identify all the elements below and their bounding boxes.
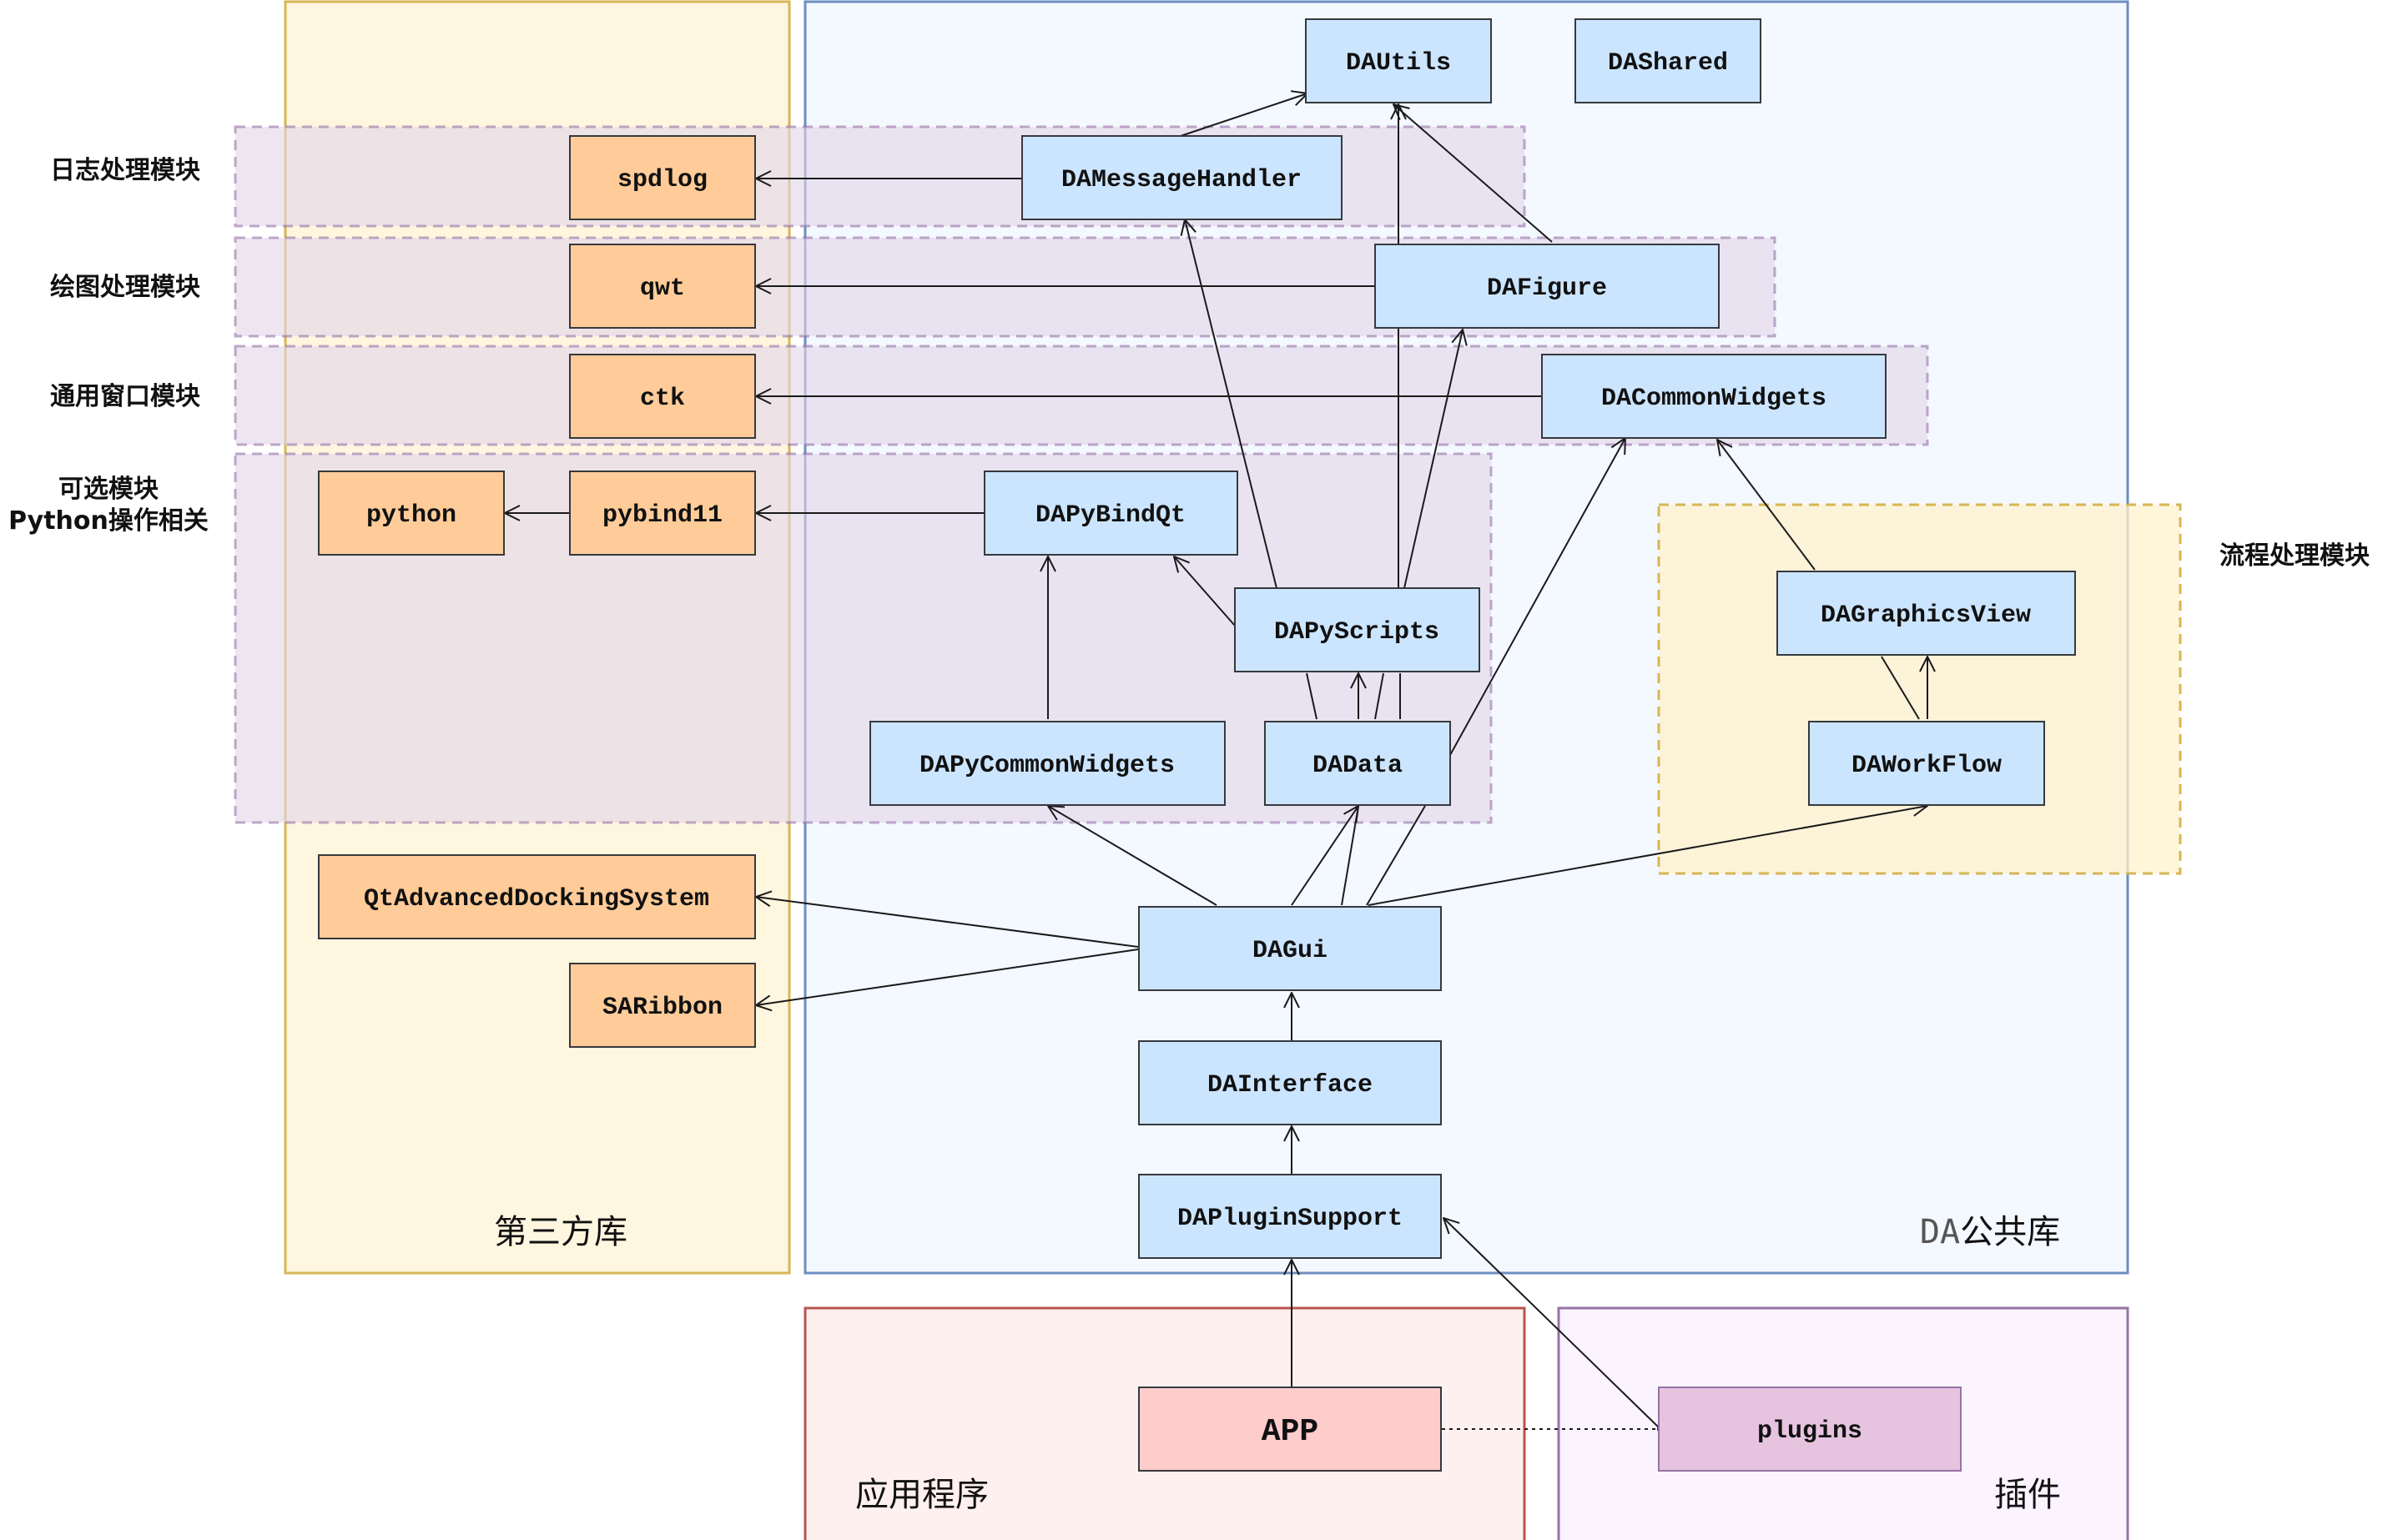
- edge-dagui-saribbon: [756, 949, 1139, 1005]
- node-dashared[interactable]: DAShared: [1574, 18, 1761, 103]
- node-damessagehandler[interactable]: DAMessageHandler: [1021, 135, 1343, 220]
- edge-dagui-qtads: [756, 897, 1139, 948]
- edge-pyscripts-msghandler: [1185, 219, 1277, 589]
- module-label-log: 日志处理模块: [50, 156, 200, 185]
- node-qtads[interactable]: QtAdvancedDockingSystem: [318, 854, 756, 939]
- node-qtads-label: QtAdvancedDockingSystem: [364, 885, 709, 913]
- node-qwt-label: qwt: [640, 274, 685, 303]
- edge-workflow-graphicsview-b: [1881, 656, 1920, 720]
- module-label-window: 通用窗口模块: [50, 382, 200, 411]
- node-daworkflow-label: DAWorkFlow: [1851, 752, 2002, 780]
- group-label-plugins: 插件: [1994, 1476, 2061, 1514]
- node-dafigure[interactable]: DAFigure: [1374, 244, 1720, 329]
- edges: [505, 93, 1927, 1432]
- edge-dagui-pycommonwidgets: [1048, 806, 1217, 906]
- node-dafigure-label: DAFigure: [1487, 274, 1607, 303]
- node-saribbon-label: SARibbon: [602, 994, 723, 1022]
- edge-plugins-pluginsupport: [1443, 1218, 1661, 1430]
- node-app-label: APP: [1262, 1414, 1318, 1450]
- node-dagraphicsview[interactable]: DAGraphicsView: [1776, 571, 2076, 656]
- module-band-workflow: [1657, 503, 2182, 875]
- edge-dadata-pyscripts-b: [1374, 672, 1384, 720]
- edge-pyscripts-dafigure: [1403, 330, 1463, 589]
- node-dagraphicsview-label: DAGraphicsView: [1821, 601, 2031, 630]
- edge-graphicsview-commonwidgets: [1717, 440, 1816, 571]
- node-dapyscripts[interactable]: DAPyScripts: [1234, 587, 1480, 672]
- edge-dagui-dadata: [1291, 806, 1358, 906]
- module-label-plot: 绘图处理模块: [50, 273, 200, 302]
- edge-dagui-dadata-c: [1366, 805, 1426, 906]
- node-app[interactable]: APP: [1138, 1387, 1442, 1472]
- node-daworkflow[interactable]: DAWorkFlow: [1808, 721, 2045, 806]
- node-dagui-label: DAGui: [1252, 937, 1328, 965]
- node-saribbon[interactable]: SARibbon: [569, 963, 756, 1048]
- node-dadata[interactable]: DAData: [1264, 721, 1451, 806]
- node-dapycommonwidgets[interactable]: DAPyCommonWidgets: [869, 721, 1226, 806]
- node-pybind11[interactable]: pybind11: [569, 471, 756, 556]
- node-qwt[interactable]: qwt: [569, 244, 756, 329]
- group-label-third-party: 第三方库: [494, 1213, 627, 1251]
- node-plugins[interactable]: plugins: [1658, 1387, 1962, 1472]
- edge-msghandler-dautils: [1180, 93, 1307, 137]
- edge-pyscripts-pybindqt: [1174, 556, 1236, 627]
- node-dapybindqt-label: DAPyBindQt: [1035, 501, 1186, 530]
- node-python[interactable]: python: [318, 471, 505, 556]
- node-spdlog[interactable]: spdlog: [569, 135, 756, 220]
- node-ctk-label: ctk: [640, 385, 685, 413]
- node-dapyscripts-label: DAPyScripts: [1274, 618, 1439, 647]
- node-spdlog-label: spdlog: [617, 166, 708, 194]
- edge-dadata-pyscripts-c: [1306, 672, 1317, 720]
- module-label-workflow: 流程处理模块: [2219, 541, 2370, 571]
- node-dapycommonwidgets-label: DAPyCommonWidgets: [919, 752, 1175, 780]
- node-dadata-label: DAData: [1312, 752, 1403, 780]
- node-python-label: python: [366, 501, 456, 530]
- node-ctk[interactable]: ctk: [569, 354, 756, 439]
- node-dautils[interactable]: DAUtils: [1305, 18, 1492, 103]
- module-label-optional-1: 可选模块: [58, 475, 159, 504]
- edge-dafigure-dautils: [1393, 104, 1553, 243]
- node-dainterface[interactable]: DAInterface: [1138, 1040, 1442, 1125]
- node-damessagehandler-label: DAMessageHandler: [1061, 166, 1302, 194]
- group-label-da-public: DA公共库: [1920, 1213, 2060, 1251]
- node-pybind11-label: pybind11: [602, 501, 723, 530]
- edge-dadata-commonwidgets: [1449, 438, 1625, 756]
- node-dainterface-label: DAInterface: [1207, 1071, 1373, 1100]
- node-dapybindqt[interactable]: DAPyBindQt: [984, 471, 1238, 556]
- node-dautils-label: DAUtils: [1346, 49, 1451, 78]
- node-dashared-label: DAShared: [1608, 49, 1728, 78]
- edge-dagui-dadata-b: [1341, 805, 1359, 906]
- node-dacommonwidgets-label: DACommonWidgets: [1601, 385, 1826, 413]
- edge-dagui-workflow: [1368, 806, 1927, 906]
- node-dacommonwidgets[interactable]: DACommonWidgets: [1541, 354, 1887, 439]
- node-dagui[interactable]: DAGui: [1138, 906, 1442, 991]
- node-plugins-label: plugins: [1757, 1417, 1862, 1446]
- module-label-optional-2: Python操作相关: [8, 506, 209, 536]
- node-dapluginsupport-label: DAPluginSupport: [1177, 1205, 1403, 1233]
- group-label-application: 应用程序: [855, 1476, 989, 1514]
- node-dapluginsupport[interactable]: DAPluginSupport: [1138, 1174, 1442, 1259]
